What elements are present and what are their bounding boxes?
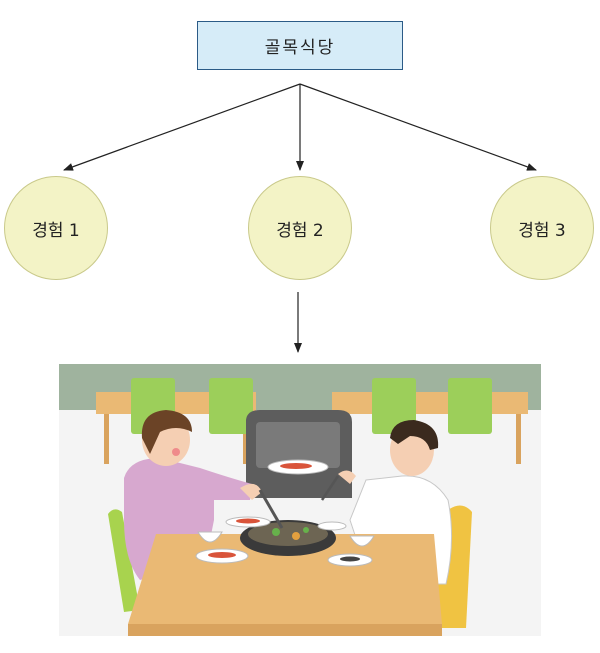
experience-node-2: 경험 2 (248, 176, 352, 280)
left-chair (108, 509, 140, 612)
rice-bowl-right (349, 535, 375, 547)
chopsticks-right (320, 475, 340, 501)
experience-node-1: 경험 1 (4, 176, 108, 280)
root-node: 골목식당 (197, 21, 403, 70)
experience-node-1-label: 경험 1 (32, 220, 80, 241)
rice-bowl-left (197, 531, 223, 543)
experience-node-3-label: 경험 3 (518, 220, 566, 241)
tongs-left (258, 489, 284, 529)
arrow-to-node-1 (63, 83, 301, 171)
back-table-right (332, 392, 528, 414)
arrow-to-node-3 (299, 83, 537, 171)
back-chairs (131, 378, 492, 434)
experience-node-3: 경험 3 (490, 176, 594, 280)
plate-back-right (317, 521, 347, 531)
root-label: 골목식당 (264, 38, 336, 58)
right-chair (432, 505, 472, 628)
experience-node-2-label: 경험 2 (276, 220, 324, 241)
